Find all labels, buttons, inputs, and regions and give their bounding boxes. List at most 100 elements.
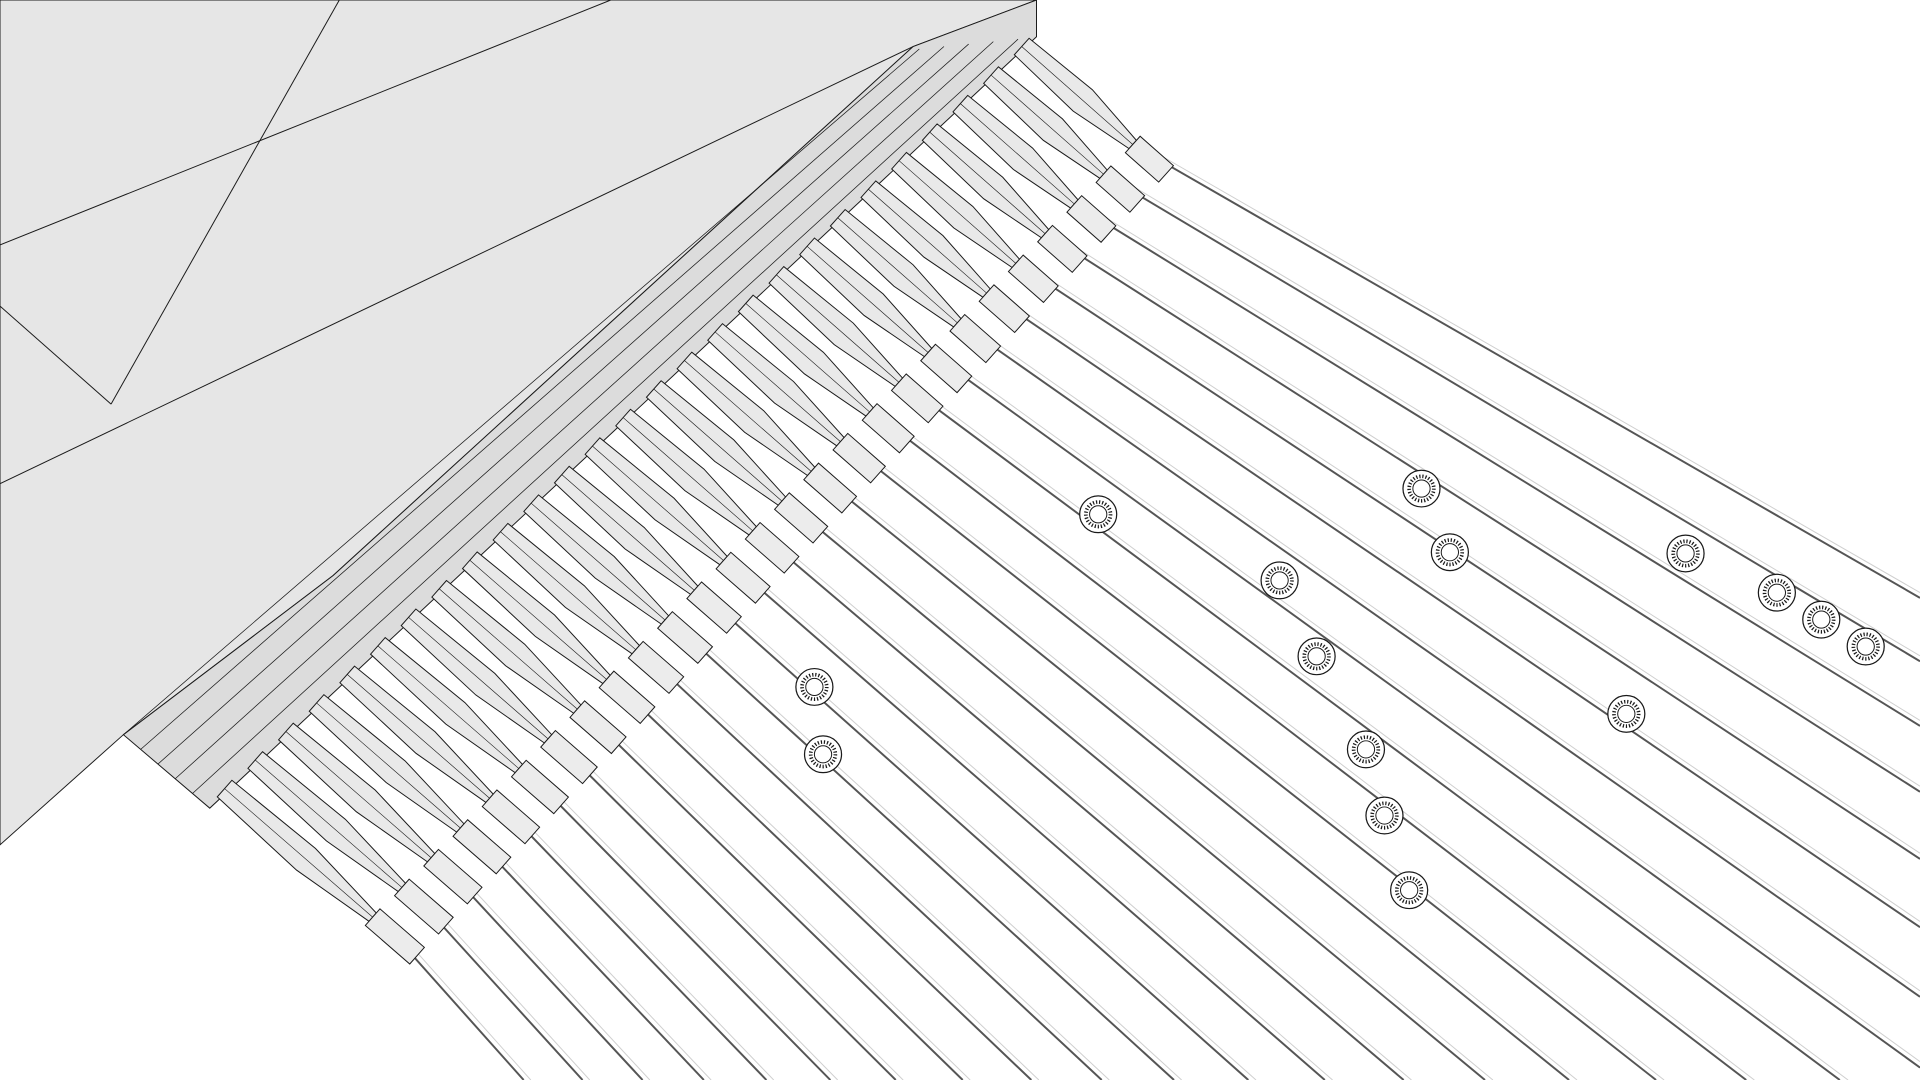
chip-layer-line — [174, 41, 994, 780]
via-hatch — [800, 672, 829, 702]
pin-ridge — [653, 388, 783, 502]
pin-foot — [598, 670, 656, 725]
trace — [1086, 210, 1920, 727]
pin-ridge — [530, 502, 666, 621]
trace-edge — [477, 832, 712, 1080]
pin-foot — [1095, 165, 1146, 213]
pin-ridge — [684, 360, 812, 472]
pin-ridge — [776, 274, 900, 383]
trace — [1115, 180, 1920, 663]
trace-edge — [711, 594, 1257, 1080]
trace-edge — [623, 683, 1040, 1080]
via-hatch — [808, 740, 838, 769]
pin-ridge — [377, 645, 520, 769]
pin-ridge — [929, 131, 1046, 234]
via-hole — [1676, 544, 1695, 563]
chip-side-face — [122, 0, 1037, 809]
trace-edge — [1062, 238, 1920, 787]
pin-foot — [773, 492, 829, 544]
trace — [881, 418, 1747, 1080]
via-hole — [1412, 479, 1431, 498]
pin-foot — [803, 462, 858, 514]
trace-edge — [1003, 297, 1920, 922]
pin-ridge — [408, 617, 549, 740]
via-hole — [805, 677, 824, 696]
pin-ridge — [347, 674, 490, 799]
pin-ridge — [500, 531, 636, 650]
via-hole — [1375, 806, 1394, 825]
chip-layer-line — [140, 46, 945, 750]
pin-ridge — [592, 445, 724, 561]
via-hatch — [1407, 474, 1436, 503]
trace — [969, 329, 1920, 998]
via-hatch — [1351, 735, 1381, 764]
trace-edge — [1091, 208, 1920, 721]
chip-layer-line — [192, 38, 1019, 794]
via-hole — [1440, 543, 1460, 562]
via-hatch — [1394, 876, 1424, 905]
trace-edge — [506, 802, 775, 1080]
pin-ridge — [745, 303, 870, 413]
chip-edge — [110, 0, 340, 405]
pin-ridge — [438, 588, 578, 710]
pin-ridge — [837, 217, 958, 324]
chip-edge — [0, 0, 611, 246]
via-hole — [1400, 881, 1419, 900]
chip-edge — [0, 305, 112, 405]
via-hatch — [1851, 632, 1880, 661]
trace-edge — [974, 327, 1920, 992]
via-hole — [1767, 583, 1786, 602]
trace — [471, 834, 705, 1080]
trace — [647, 656, 1103, 1080]
trace-edge — [828, 475, 1578, 1080]
trace-edge — [448, 862, 651, 1080]
trace — [764, 537, 1405, 1080]
pin-foot — [481, 789, 541, 845]
pin-foot — [1036, 224, 1088, 274]
pin-foot — [890, 373, 944, 424]
trace-edge — [1032, 267, 1920, 854]
pin-ridge — [868, 189, 987, 294]
pin-foot — [920, 343, 973, 394]
pin-foot — [510, 759, 570, 815]
trace-edge — [740, 565, 1333, 1080]
pin-foot — [744, 521, 800, 574]
pin-foot — [978, 284, 1031, 334]
trace-edge — [857, 446, 1665, 1080]
chip-body — [0, 0, 1037, 846]
pin-foot — [686, 581, 742, 634]
trace — [852, 448, 1657, 1080]
via-hatch — [1302, 642, 1331, 671]
trace-edge — [945, 357, 1920, 1062]
chip-layer-lines — [123, 38, 1019, 794]
pin-ridge — [806, 246, 929, 353]
trace — [588, 715, 964, 1080]
trace — [501, 804, 768, 1080]
trace — [939, 359, 1920, 1069]
via-hole — [1270, 571, 1289, 590]
via-hole — [1812, 610, 1831, 629]
pin-ridge — [285, 731, 432, 858]
chip-pins — [216, 37, 1175, 965]
pin-foot — [1066, 194, 1117, 243]
trace-edge — [1120, 178, 1920, 657]
via-hole — [1856, 637, 1875, 656]
trace — [998, 299, 1920, 929]
via-hole — [813, 745, 833, 764]
via-hatch — [1370, 801, 1399, 830]
trace — [559, 745, 897, 1080]
pin-ridge — [1021, 46, 1133, 145]
pin-ridge — [898, 160, 1017, 264]
chip-layer-line — [157, 43, 969, 765]
pin-foot — [949, 313, 1002, 364]
pin-ridge — [960, 103, 1075, 205]
trace — [618, 686, 1033, 1080]
trace — [705, 596, 1249, 1080]
pin-ridge — [990, 74, 1104, 175]
pin-foot — [540, 729, 598, 785]
via-hole — [1356, 740, 1376, 759]
chip-layer-line — [123, 48, 920, 735]
trace — [1144, 150, 1920, 599]
pin-foot — [569, 700, 627, 755]
trace — [530, 775, 832, 1080]
